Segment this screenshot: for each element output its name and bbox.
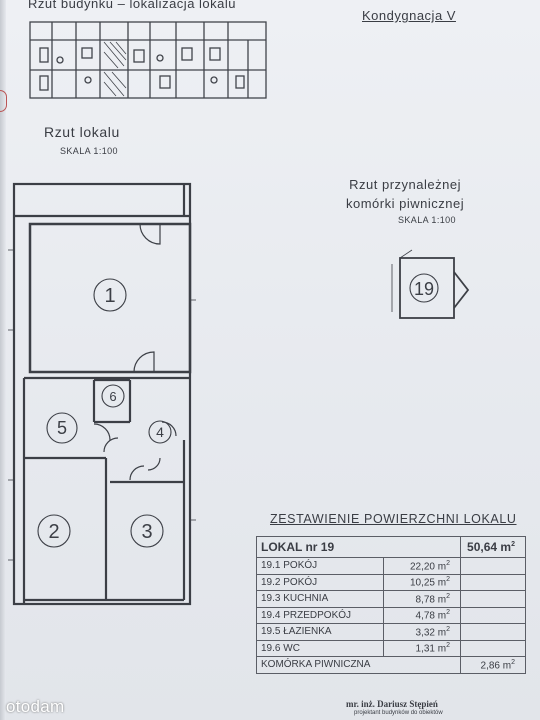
floor-label: Kondygnacja V: [362, 8, 456, 23]
cellar-title: Rzut przynależnej komórki piwnicznej: [346, 175, 464, 213]
designer-subtitle: projektant budynków do obiektów: [354, 710, 443, 716]
cellar-area-row: KOMÓRKA PIWNICZNA 2,86 m2: [256, 656, 526, 674]
table-row: 19.1 POKÓJ 22,20 m2: [256, 557, 526, 575]
room-markers: [37, 278, 172, 548]
room-marker-1: [93, 278, 127, 312]
unit-plan: [12, 182, 192, 606]
room-number-5: 5: [57, 418, 67, 438]
unit-label: LOKAL nr 19: [256, 536, 461, 558]
room-numbers: 1 2 3 4 5 6: [48, 285, 164, 543]
building-plan: [29, 21, 267, 99]
room-number-6: 6: [109, 389, 116, 404]
building-location-title: Rzut budynku – lokalizacja lokalu: [28, 0, 236, 11]
unit-plan-scale: SKALA 1:100: [60, 146, 118, 156]
table-row: 19.2 POKÓJ 10,25 m2: [256, 573, 526, 591]
table-row: 19.6 WC 1,31 m2: [256, 639, 526, 657]
summary-title: ZESTAWIENIE POWIERZCHNI LOKALU: [270, 512, 517, 526]
highlighted-unit: [103, 41, 127, 97]
area-summary-table: LOKAL nr 19 50,64 m2 19.1 POKÓJ 22,20 m2…: [256, 536, 526, 674]
cellar-title-line2: komórki piwnicznej: [346, 196, 465, 211]
unit-total-area: 50,64 m2: [460, 536, 526, 558]
cellar-title-line1: Rzut przynależnej: [349, 177, 461, 192]
window-ticks: [8, 249, 196, 561]
room-marker-2: [37, 514, 71, 548]
cellar-scale: SKALA 1:100: [398, 215, 456, 225]
table-row: 19.4 PRZEDPOKÓJ 4,78 m2: [256, 606, 526, 624]
cellar-area-label: KOMÓRKA PIWNICZNA: [256, 656, 461, 674]
room-marker-4: [148, 420, 172, 444]
binder-edge: [0, 0, 6, 720]
table-row: 19.5 ŁAZIENKA 3,32 m2: [256, 623, 526, 641]
cellar-area-value: 2,86 m2: [460, 656, 526, 674]
cellar-plan: [391, 249, 470, 319]
room-number-4: 4: [156, 424, 164, 440]
room-marker-3: [130, 514, 164, 548]
door-swings: [93, 223, 177, 481]
room-number-2: 2: [48, 521, 59, 543]
designer-signature: mr. inż. Dariusz Stępień: [346, 699, 438, 709]
table-row: 19.3 KUCHNIA 8,78 m2: [256, 590, 526, 608]
room-number-3: 3: [141, 521, 152, 543]
room-marker-5: [46, 412, 78, 444]
room-number-1: 1: [104, 285, 115, 307]
unit-plan-title: Rzut lokalu: [44, 124, 120, 140]
watermark-logo: otodam: [6, 697, 65, 716]
room-marker-6: [101, 384, 125, 408]
cellar-number: 19: [414, 279, 434, 299]
table-header-row: LOKAL nr 19 50,64 m2: [256, 536, 526, 558]
